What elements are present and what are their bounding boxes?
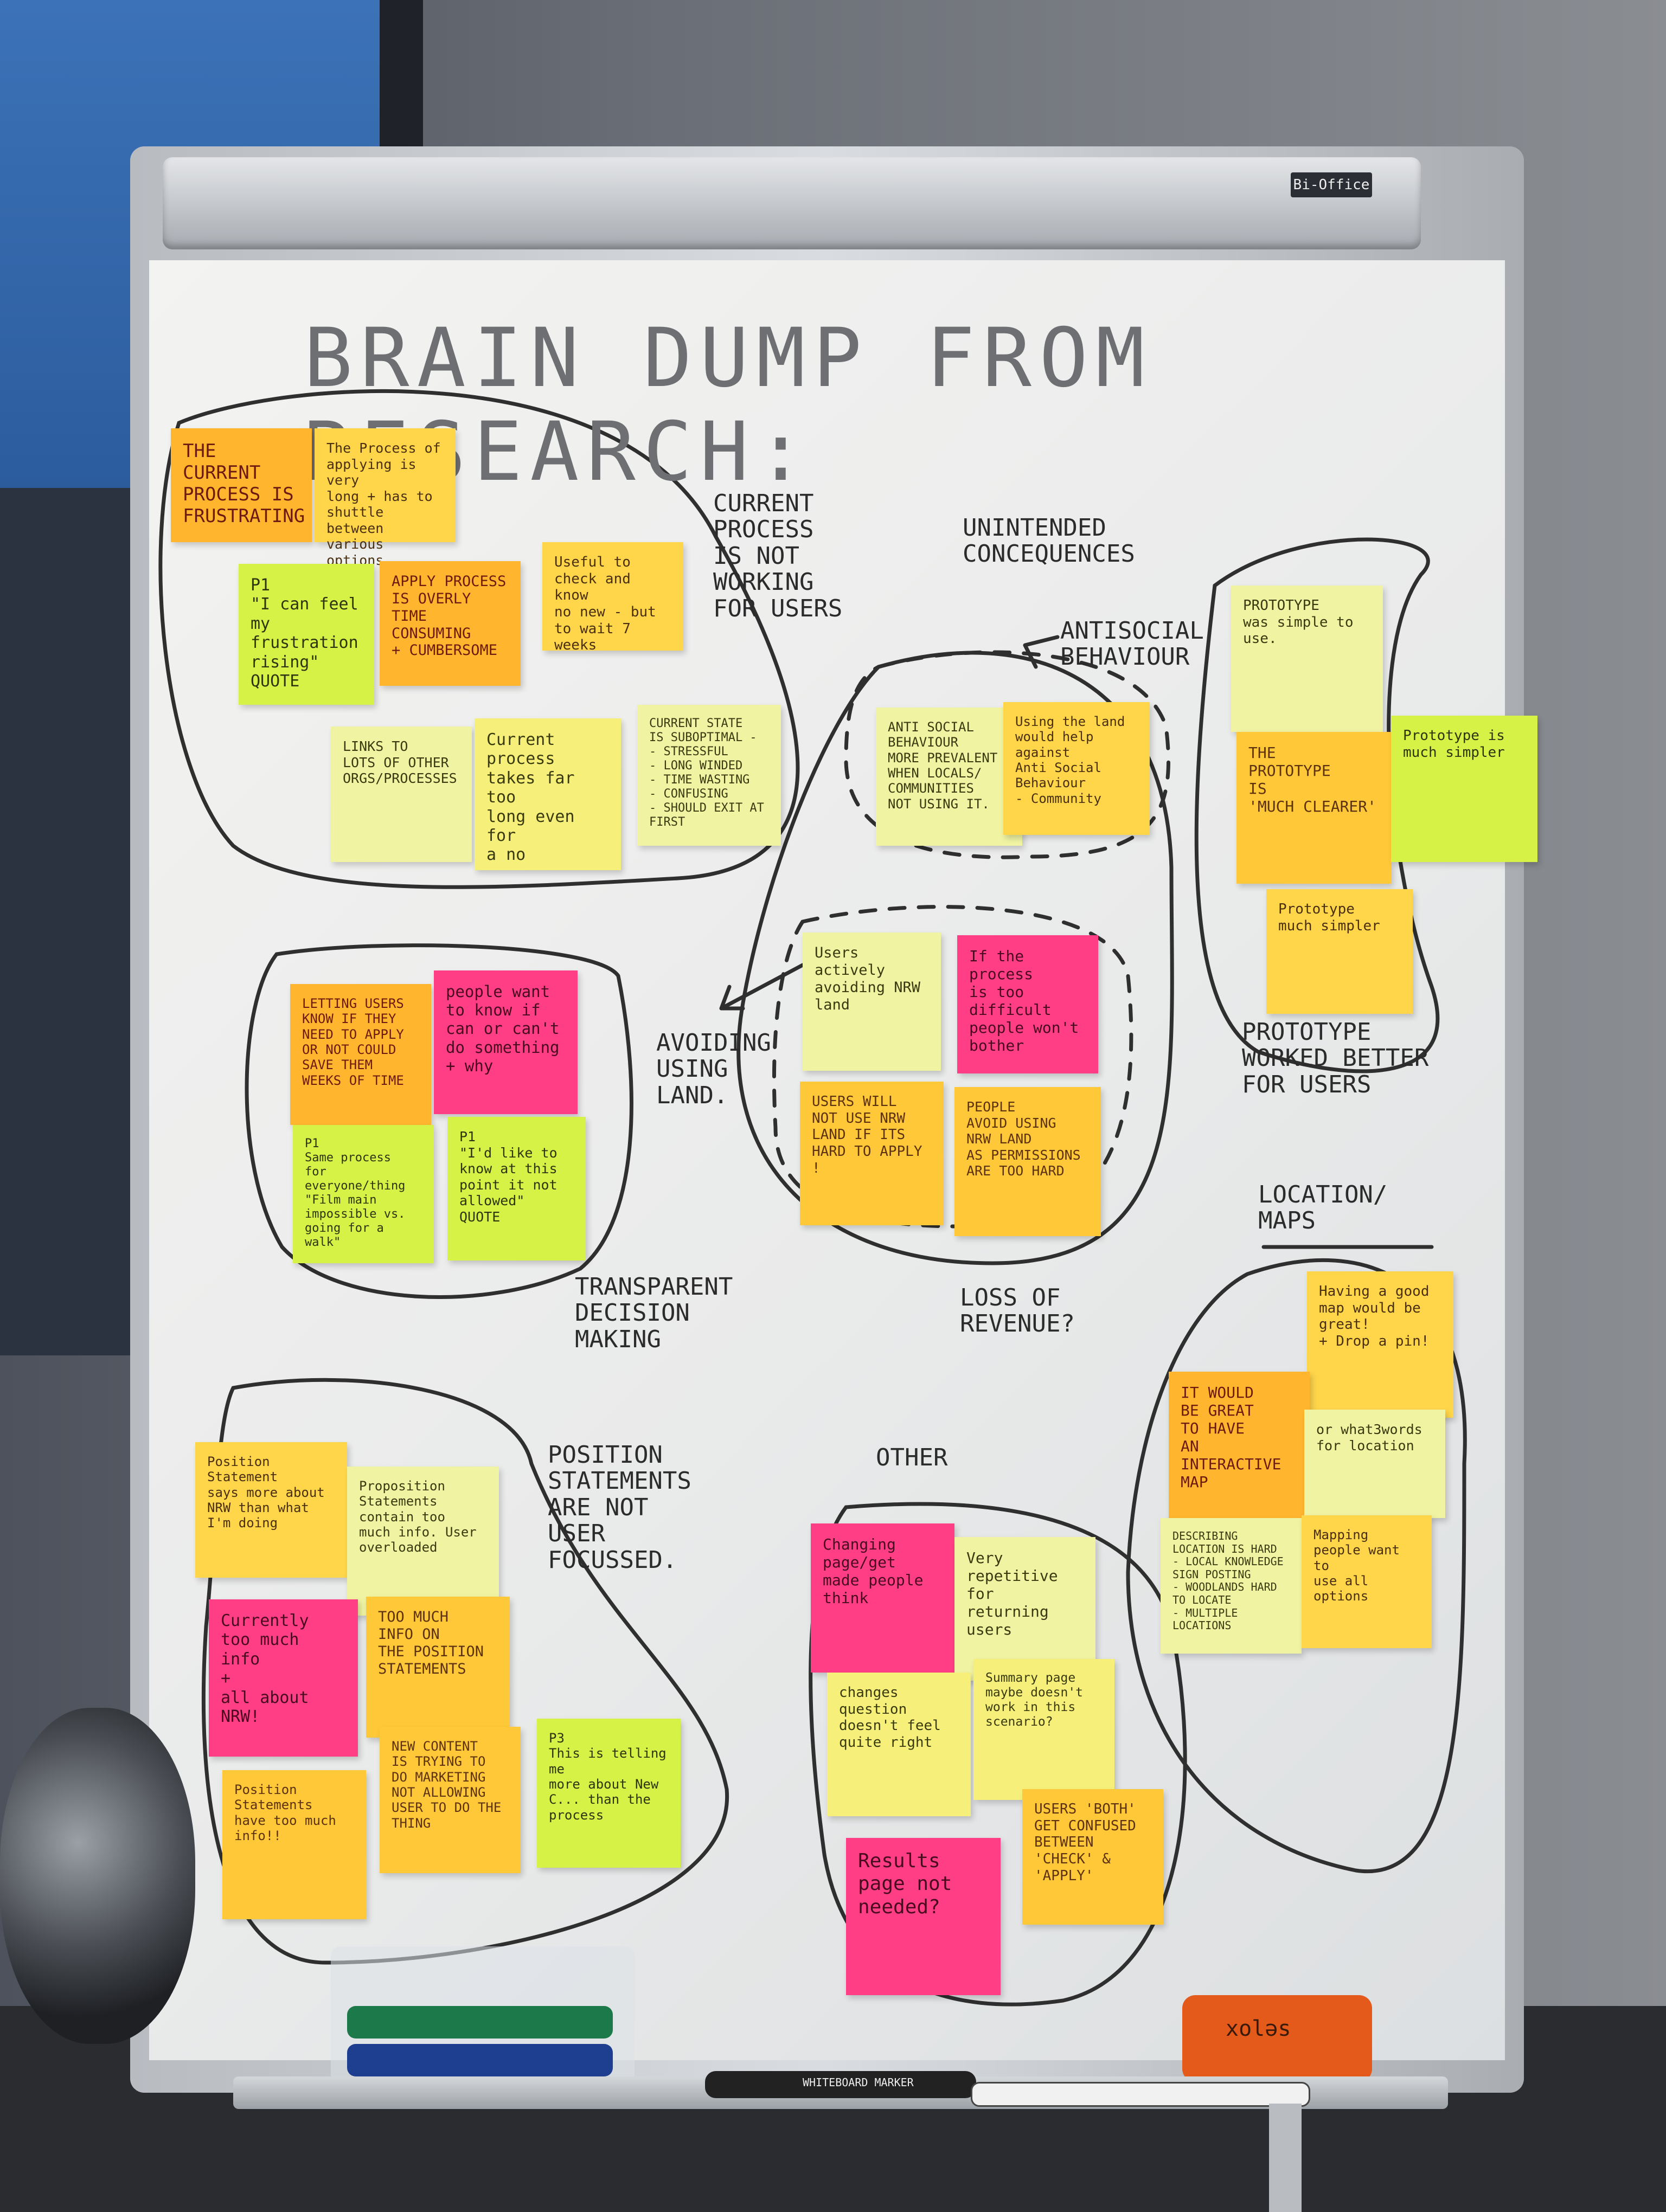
brand-label: Bi-Office (1291, 172, 1372, 197)
marker-label: WHITEBOARD MARKER (803, 2076, 914, 2089)
note-check-apply-confused: USERS 'BOTH' GET CONFUSED BETWEEN 'CHECK… (1022, 1789, 1163, 1925)
note-suboptimal: CURRENT STATE IS SUBOPTIMAL - - STRESSFU… (637, 705, 781, 846)
label-position: POSITION STATEMENTS ARE NOT USER FOCUSSE… (548, 1441, 691, 1574)
loop-prototype (1194, 537, 1440, 1073)
loop-other (809, 1502, 1187, 2007)
arrow-avoiding (719, 963, 805, 1011)
note-results-page: Results page not needed? (846, 1838, 1001, 1995)
note-process-long: The Process of applying is very long + h… (315, 428, 456, 568)
note-permissions-too-hard: PEOPLE AVOID USING NRW LAND AS PERMISSIO… (954, 1087, 1101, 1236)
easel-leg (1269, 2104, 1302, 2212)
note-people-want-to-know: people want to know if can or can't do s… (434, 970, 578, 1114)
note-land-help-antisocial: Using the land would help against Anti S… (1003, 702, 1150, 835)
note-very-repetitive: Very repetitive for returning users (954, 1537, 1095, 1681)
note-current-process-long: Current process takes far too long even … (475, 718, 621, 870)
office-chair (0, 1708, 195, 2044)
note-prototype-simpler-1: Prototype is much simpler (1391, 716, 1537, 862)
note-proposition-too-much: Proposition Statements contain too much … (347, 1467, 499, 1616)
note-links-other-orgs: LINKS TO LOTS OF OTHER ORGS/PROCESSES (331, 726, 472, 862)
note-process-too-difficult: If the process is too difficult people w… (957, 935, 1098, 1073)
loop-position (201, 1378, 729, 1965)
note-prototype-simple-use: PROTOTYPE was simple to use. (1231, 586, 1383, 732)
eraser (1182, 1995, 1372, 2082)
label-current-process: CURRENT PROCESS IS NOT WORKING FOR USERS (713, 490, 843, 622)
white-marker (971, 2082, 1310, 2107)
note-marketing: NEW CONTENT IS TRYING TO DO MARKETING NO… (380, 1727, 521, 1873)
loop-antisocial (844, 650, 1171, 859)
eraser-brand: xoləs (1226, 2016, 1291, 2041)
note-what3words: or what3words for location (1304, 1410, 1445, 1518)
note-apply-time-consuming: APPLY PROCESS IS OVERLY TIME CONSUMING +… (380, 561, 521, 686)
label-location: LOCATION/ MAPS (1258, 1181, 1388, 1235)
note-current-frustrating: THE CURRENT PROCESS IS FRUSTRATING (171, 428, 312, 542)
note-good-map: Having a good map would be great! + Drop… (1307, 1271, 1453, 1418)
loop-transparent (245, 943, 633, 1299)
note-hard-to-apply: USERS WILL NOT USE NRW LAND IF ITS HARD … (800, 1082, 944, 1225)
note-telling-me-about-nrw: P3 This is telling me more about New C..… (537, 1719, 681, 1868)
label-antisocial: ANTISOCIAL BEHAVIOUR (1060, 617, 1204, 671)
arrow-antisocial (1023, 635, 1060, 669)
note-too-much-info-nrw: Currently too much info + all about NRW! (209, 1599, 358, 1757)
black-marker (705, 2071, 976, 2098)
blue-marker (347, 2044, 613, 2076)
label-loss: LOSS OF REVENUE? (960, 1284, 1075, 1338)
label-unintended: UNINTENDED CONCEQUENCES (963, 514, 1135, 568)
note-users-avoiding-land: Users actively avoiding NRW land (803, 933, 941, 1071)
note-antisocial-prevalent: ANTI SOCIAL BEHAVIOUR MORE PREVALENT WHE… (876, 708, 1022, 846)
label-transparent: TRANSPARENT DECISION MAKING (575, 1273, 733, 1353)
note-changing-page: Changing page/get made people think (811, 1523, 954, 1673)
note-useful-to-check: Useful to check and know no new - but to… (542, 542, 683, 653)
label-avoiding: AVOIDING USING LAND. (656, 1029, 771, 1109)
note-position-too-much-info: Position Statements have too much info!! (222, 1770, 366, 1919)
note-mapping-options: Mapping people want to use all options (1302, 1515, 1432, 1648)
note-prototype-clearer: THE PROTOTYPE IS 'MUCH CLEARER' (1236, 732, 1391, 884)
label-other: OTHER (876, 1444, 948, 1471)
note-frustration-quote: P1 "I can feel my frustration rising" QU… (239, 564, 374, 705)
green-marker (347, 2006, 613, 2039)
label-prototype: PROTOTYPE WORKED BETTER FOR USERS (1242, 1018, 1429, 1098)
whiteboard-paper-clip (163, 157, 1421, 249)
loop-current-process (158, 389, 800, 889)
note-interactive-map: IT WOULD BE GREAT TO HAVE AN INTERACTIVE… (1169, 1372, 1310, 1518)
note-prototype-simpler-2: Prototype much simpler (1266, 889, 1413, 1014)
note-position-statement-nrw: Position Statement says more about NRW t… (195, 1442, 347, 1578)
note-same-process: P1 Same process for everyone/thing "Film… (293, 1125, 434, 1263)
note-summary-page: Summary page maybe doesn't work in this … (973, 1659, 1114, 1800)
note-too-much-info-position: TOO MUCH INFO ON THE POSITION STATEMENTS (366, 1597, 510, 1738)
note-not-allowed-quote: P1 "I'd like to know at this point it no… (447, 1117, 586, 1261)
note-letting-users-know: LETTING USERS KNOW IF THEY NEED TO APPLY… (290, 984, 431, 1125)
note-changes-question: changes question doesn't feel quite righ… (827, 1673, 971, 1816)
note-describing-location: DESCRIBING LOCATION IS HARD - LOCAL KNOW… (1161, 1518, 1302, 1654)
